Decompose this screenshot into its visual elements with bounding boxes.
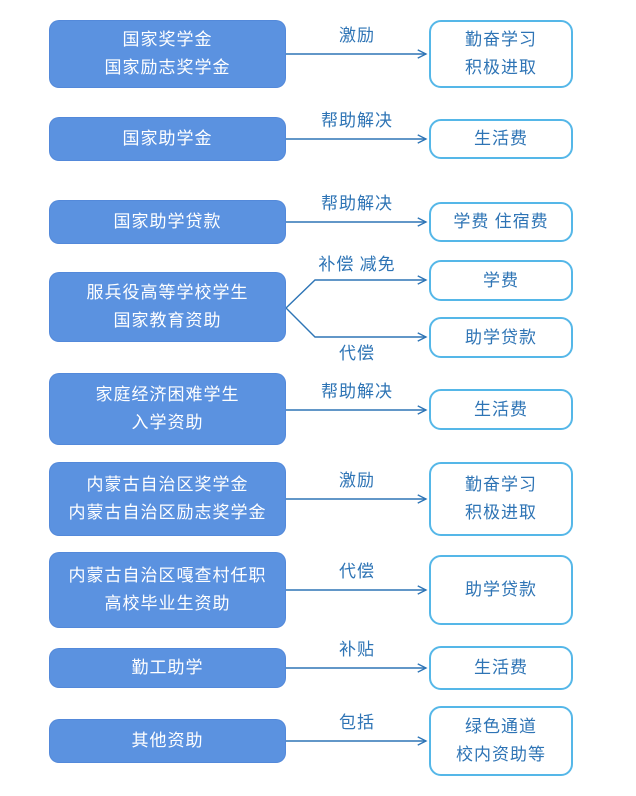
target-line: 绿色通道 bbox=[465, 717, 537, 736]
source-line: 国家奖学金 bbox=[122, 30, 213, 49]
relation-label: 帮助解决 bbox=[321, 111, 393, 130]
source-line: 家庭经济困难学生 bbox=[95, 385, 240, 404]
target-box-student-loan: 助学贷款 bbox=[429, 555, 573, 625]
relation-label: 代偿 bbox=[339, 562, 375, 581]
target-line: 助学贷款 bbox=[465, 580, 537, 599]
target-line: 校内资助等 bbox=[456, 745, 546, 764]
source-line: 国家教育资助 bbox=[113, 311, 222, 330]
target-box-green-channel: 绿色通道 校内资助等 bbox=[429, 706, 573, 776]
source-box-other-aid: 其他资助 bbox=[49, 719, 286, 763]
source-box-gacha-village-graduates: 内蒙古自治区嘎查村任职 高校毕业生资助 bbox=[49, 552, 286, 628]
target-line: 积极进取 bbox=[465, 58, 537, 77]
target-line: 勤奋学习 bbox=[465, 30, 537, 49]
relation-label: 激励 bbox=[339, 471, 375, 490]
source-box-national-loan: 国家助学贷款 bbox=[49, 200, 286, 244]
source-line: 入学资助 bbox=[131, 413, 204, 432]
source-box-poor-family-enrollment: 家庭经济困难学生 入学资助 bbox=[49, 373, 286, 445]
target-line: 生活费 bbox=[474, 658, 528, 677]
source-line: 国家励志奖学金 bbox=[104, 58, 231, 77]
target-box-study-hard: 勤奋学习 积极进取 bbox=[429, 20, 573, 88]
relation-label: 帮助解决 bbox=[321, 194, 393, 213]
source-line: 内蒙古自治区励志奖学金 bbox=[68, 503, 267, 522]
target-line: 学费 住宿费 bbox=[453, 212, 549, 231]
target-line: 生活费 bbox=[474, 399, 528, 419]
relation-label: 代偿 bbox=[339, 344, 375, 363]
source-line: 高校毕业生资助 bbox=[104, 594, 231, 613]
source-line: 服兵役高等学校学生 bbox=[86, 283, 249, 302]
relation-label: 包括 bbox=[339, 713, 375, 732]
source-line: 国家助学金 bbox=[122, 129, 213, 148]
source-line: 国家助学贷款 bbox=[113, 212, 222, 231]
relation-label: 激励 bbox=[339, 26, 375, 45]
source-line: 其他资助 bbox=[131, 731, 204, 750]
target-box-tuition: 学费 bbox=[429, 260, 573, 301]
target-box-tuition-accommodation: 学费 住宿费 bbox=[429, 202, 573, 242]
source-box-national-grant: 国家助学金 bbox=[49, 117, 286, 161]
arrow-row4-upper bbox=[285, 280, 426, 309]
target-line: 生活费 bbox=[474, 129, 528, 148]
relation-label: 帮助解决 bbox=[321, 382, 393, 401]
target-line: 勤奋学习 bbox=[465, 475, 537, 494]
relation-label: 补贴 bbox=[339, 640, 375, 659]
source-box-work-study: 勤工助学 bbox=[49, 648, 286, 688]
target-box-student-loan: 助学贷款 bbox=[429, 317, 573, 358]
source-box-national-scholarship: 国家奖学金 国家励志奖学金 bbox=[49, 20, 286, 88]
target-line: 助学贷款 bbox=[465, 327, 537, 347]
source-line: 内蒙古自治区奖学金 bbox=[86, 475, 249, 494]
source-box-inner-mongolia-scholarship: 内蒙古自治区奖学金 内蒙古自治区励志奖学金 bbox=[49, 462, 286, 536]
target-line: 学费 bbox=[483, 270, 519, 290]
source-box-military-service: 服兵役高等学校学生 国家教育资助 bbox=[49, 272, 286, 342]
source-line: 勤工助学 bbox=[131, 658, 204, 677]
target-box-study-hard: 勤奋学习 积极进取 bbox=[429, 462, 573, 536]
source-line: 内蒙古自治区嘎查村任职 bbox=[68, 566, 267, 585]
target-line: 积极进取 bbox=[465, 503, 537, 522]
target-box-living-cost: 生活费 bbox=[429, 389, 573, 430]
arrow-row4-lower bbox=[285, 307, 426, 337]
target-box-living-cost: 生活费 bbox=[429, 646, 573, 690]
target-box-living-cost: 生活费 bbox=[429, 119, 573, 159]
relation-label: 补偿 减免 bbox=[318, 255, 396, 274]
